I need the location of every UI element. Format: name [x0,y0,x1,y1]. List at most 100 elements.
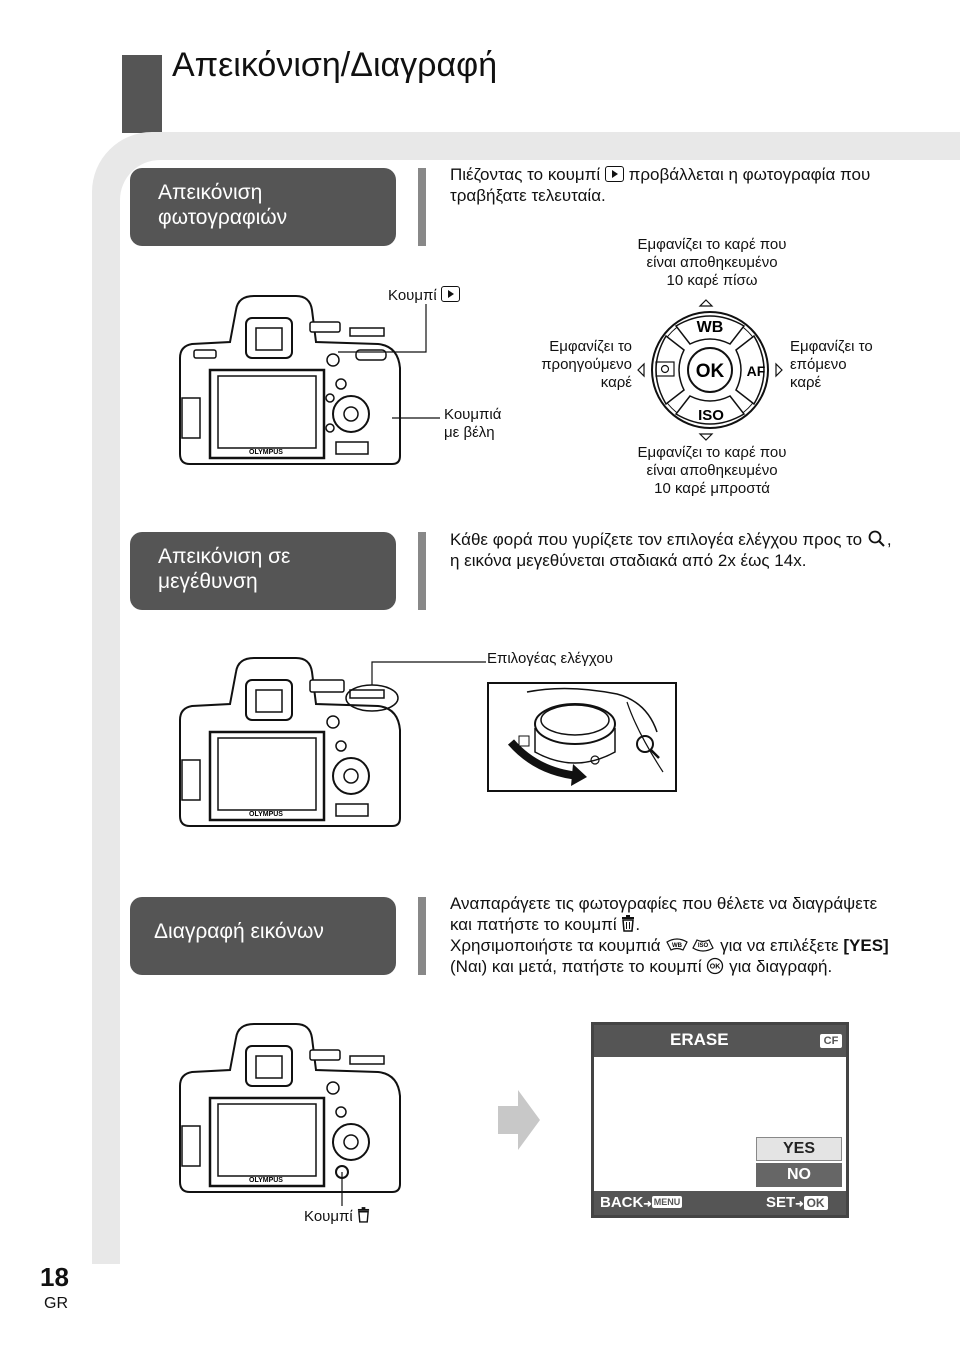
text-fragment: Αναπαράγετε τις φωτογραφίες που θέλετε ν… [450,894,878,913]
caption-down: Εμφανίζει το καρέ που είναι αποθηκευμένο… [612,444,812,498]
text-fragment: (Ναι) και μετά, πατήστε το κουμπί [450,957,702,976]
divider-bar [418,168,426,246]
text-fragment: η εικόνα μεγεθύνεται σταδιακά από 2x έως… [450,551,807,570]
trash-icon [622,915,635,932]
section-label-zoom: Απεικόνιση σε μεγέθυνση [130,532,396,610]
arrow-right-icon [498,1090,540,1150]
caption-line: Εμφανίζει το [790,338,873,355]
text-fragment: Χρησιμοποιήστε τα κουμπιά [450,936,661,955]
left-arrow-icon [637,362,645,378]
text-fragment: . [635,915,641,934]
magnify-icon [868,530,885,547]
caption-line: προηγούμενο [541,356,632,373]
camera-back-illustration: OLYMPUS [179,295,401,465]
text-fragment: και πατήστε το κουμπί [450,915,617,934]
icon-wb-text: WB [672,943,683,949]
section2-text: Κάθε φορά που γυρίζετε τον επιλογέα ελέγ… [450,529,892,571]
no-option[interactable]: NO [756,1163,842,1187]
label-text: Κουμπί [388,287,437,304]
caption-right: Εμφανίζει το επόμενο καρέ [790,338,900,392]
erase-title: ERASE [670,1030,729,1049]
leader-lines [341,1172,343,1206]
right-arrow-icon [775,362,783,378]
pad-af-label: AF [747,363,766,379]
caption-left: Εμφανίζει το προηγούμενο καρέ [520,338,632,392]
back-text: BACK [600,1194,644,1211]
camera-brand: OLYMPUS [249,449,283,456]
arrow-icon: ➜ [643,1199,652,1210]
label-line: Κουμπιά [444,406,502,423]
page-language: GR [44,1295,68,1312]
play-icon [604,166,624,182]
set-text: SET [766,1194,796,1211]
caption-line: είναι αποθηκευμένο [646,462,778,479]
text-fragment: για διαγραφή. [729,957,833,976]
dial-label: Επιλογέας ελέγχου [487,650,613,667]
caption-line: καρέ [600,374,632,391]
menu-badge: MENU [651,1196,683,1208]
leader-lines [338,304,440,419]
caption-line: Εμφανίζει το [549,338,632,355]
caption-line: είναι αποθηκευμένο [646,254,778,271]
section-label-line: Διαγραφή εικόνων [154,920,324,943]
card-badge: CF [820,1034,842,1048]
caption-line: επόμενο [790,356,847,373]
text-fragment: Πιέζοντας το κουμπί [450,165,601,184]
erase-header [594,1025,846,1057]
text-fragment: [YES] [843,936,889,955]
caption-line: 10 καρέ πίσω [666,272,758,289]
caption-up: Εμφανίζει το καρέ που είναι αποθηκευμένο… [612,236,812,290]
trash-button-label: Κουμπί [304,1207,370,1226]
page-title: Απεικόνιση/Διαγραφή [172,46,498,84]
section-label-line: Απεικόνιση [158,181,263,204]
divider-bar [418,532,426,610]
section-label-playback: Απεικόνιση φωτογραφιών [130,168,396,246]
set-hint: SET➜OK [766,1194,828,1211]
text-fragment: για να επιλέξετε [720,936,839,955]
play-icon [440,286,460,302]
arrow-buttons-label: Κουμπιά με βέλη [444,406,501,442]
down-arrow-icon [698,433,714,441]
divider-bar [418,897,426,975]
pad-ok-label: OK [696,361,725,382]
pad-iso-label: ISO [698,407,724,424]
section1-text: Πιέζοντας το κουμπί προβάλλεται η φωτογρ… [450,164,870,206]
back-hint: BACK➜MENU [600,1194,683,1211]
section-label-erase: Διαγραφή εικόνων [130,897,396,975]
metering-icon [655,361,675,377]
play-button-label: Κουμπί [388,286,460,305]
caption-line: καρέ [790,374,822,391]
text-fragment: τραβήξατε τελευταία. [450,186,606,205]
caption-line: 10 καρέ μπροστά [654,480,770,497]
arrow-pad-diagram: WB OK AF ISO [637,299,783,441]
title-bar [122,55,162,133]
pad-wb-label: WB [697,319,724,336]
text-fragment: προβάλλεται η φωτογραφία που [628,165,871,184]
section-label-line: μεγέθυνση [158,570,258,593]
camera-brand: OLYMPUS [249,811,283,818]
up-arrow-icon [698,299,714,307]
control-dial-closeup [487,682,677,792]
wb-iso-buttons-icon: WB ISO [666,938,715,952]
camera-back-illustration: OLYMPUS [179,657,401,827]
camera-brand: OLYMPUS [249,1177,283,1184]
yes-option[interactable]: YES [756,1137,842,1161]
ok-badge: OK [803,1196,828,1210]
caption-line: Εμφανίζει το καρέ που [637,444,787,461]
page-number: 18 [40,1262,69,1292]
text-fragment: Κάθε φορά που γυρίζετε τον επιλογέα ελέγ… [450,530,863,549]
caption-line: Εμφανίζει το καρέ που [637,236,787,253]
section-label-line: φωτογραφιών [158,206,288,229]
icon-iso-text: ISO [698,943,709,949]
trash-icon [357,1207,369,1223]
arrow-icon: ➜ [795,1199,804,1210]
section-label-line: Απεικόνιση σε [158,545,291,568]
label-text: Κουμπί [304,1208,353,1225]
magnify-icon [590,735,660,765]
icon-ok-text: OK [710,964,721,971]
text-fragment: , [886,530,892,549]
camera-back-illustration: OLYMPUS [179,1023,401,1193]
erase-screen: ERASE CF YES NO BACK➜MENU SET➜OK [591,1022,849,1218]
label-line: με βέλη [444,424,495,441]
ok-button-icon: OK [707,957,724,975]
